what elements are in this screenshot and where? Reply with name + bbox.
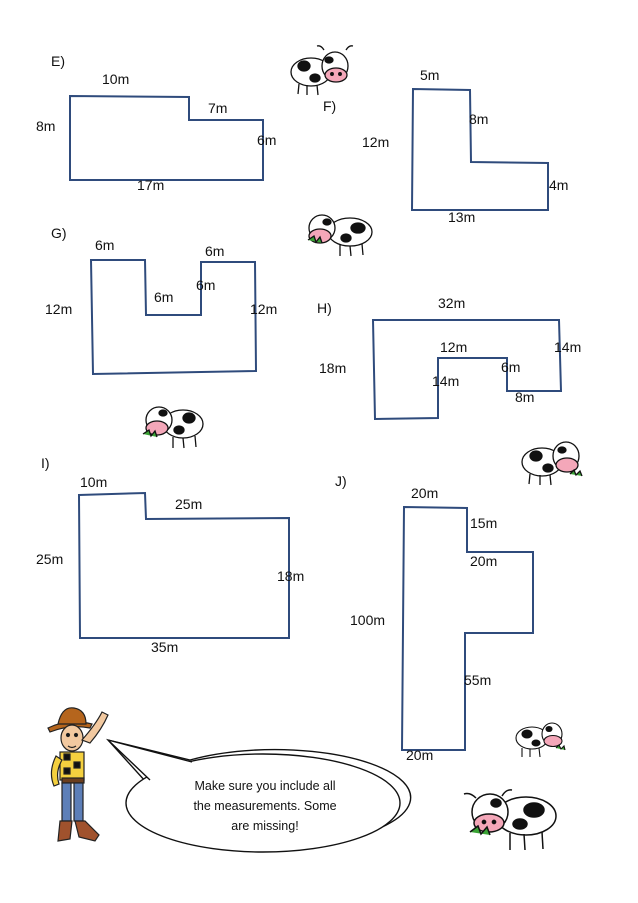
shape-h [371, 319, 563, 421]
shape-j [400, 505, 534, 751]
dimension-label: 6m [95, 237, 115, 253]
dimension-label: 6m [257, 132, 277, 148]
problem-label-e: E) [51, 53, 65, 69]
dimension-label: 5m [420, 67, 440, 83]
cow-icon [463, 789, 557, 851]
dimension-label: 4m [549, 177, 569, 193]
speech-line-3: are missing! [231, 819, 299, 833]
dimension-label: 18m [277, 568, 305, 584]
dimension-label: 35m [151, 639, 179, 655]
cow-icon [142, 406, 204, 449]
shape-f [410, 87, 549, 211]
speech-line-1: Make sure you include all [194, 779, 336, 793]
dimension-label: 10m [80, 474, 108, 490]
dimension-label: 25m [36, 551, 64, 567]
dimension-label: 6m [196, 277, 216, 293]
cow-icon [307, 214, 373, 257]
dimension-label: 6m [205, 243, 225, 259]
dimension-label: 7m [208, 100, 228, 116]
dimension-label: 12m [440, 339, 468, 355]
dimension-label: 8m [469, 111, 489, 127]
shape-i [77, 491, 290, 639]
problem-label-h: H) [317, 300, 332, 316]
dimension-label: 100m [350, 612, 386, 628]
dimension-label: 20m [406, 747, 434, 763]
shape-g [89, 259, 258, 376]
dimension-label: 32m [438, 295, 466, 311]
dimension-label: 12m [45, 301, 73, 317]
dimension-label: 17m [137, 177, 165, 193]
dimension-label: 6m [501, 359, 521, 375]
dimension-label: 8m [515, 389, 535, 405]
cow-icon [515, 722, 566, 758]
cowboy-character-icon [47, 707, 109, 842]
dimension-label: 55m [464, 672, 492, 688]
shape-e [69, 94, 264, 181]
problem-label-f: F) [323, 98, 337, 114]
dimension-label: 25m [175, 496, 203, 512]
speech-line-2: the measurements. Some [193, 799, 337, 813]
dimension-label: 15m [470, 515, 498, 531]
dimension-label: 18m [319, 360, 347, 376]
dimension-label: 8m [36, 118, 56, 134]
dimension-label: 20m [411, 485, 439, 501]
dimension-label: 10m [102, 71, 130, 87]
dimension-label: 14m [554, 339, 582, 355]
dimension-label: 13m [448, 209, 476, 225]
problem-label-j: J) [335, 473, 347, 489]
dimension-label: 12m [250, 301, 278, 317]
speech-bubble-text: Make sure you include all the measuremen… [175, 776, 355, 836]
dimension-label: 14m [432, 373, 460, 389]
dimension-label: 6m [154, 289, 174, 305]
cow-icon [290, 45, 354, 96]
dimension-label: 20m [470, 553, 498, 569]
dimension-label: 12m [362, 134, 390, 150]
problem-label-i: I) [41, 455, 50, 471]
cow-icon [521, 441, 583, 486]
problem-label-g: G) [51, 225, 67, 241]
